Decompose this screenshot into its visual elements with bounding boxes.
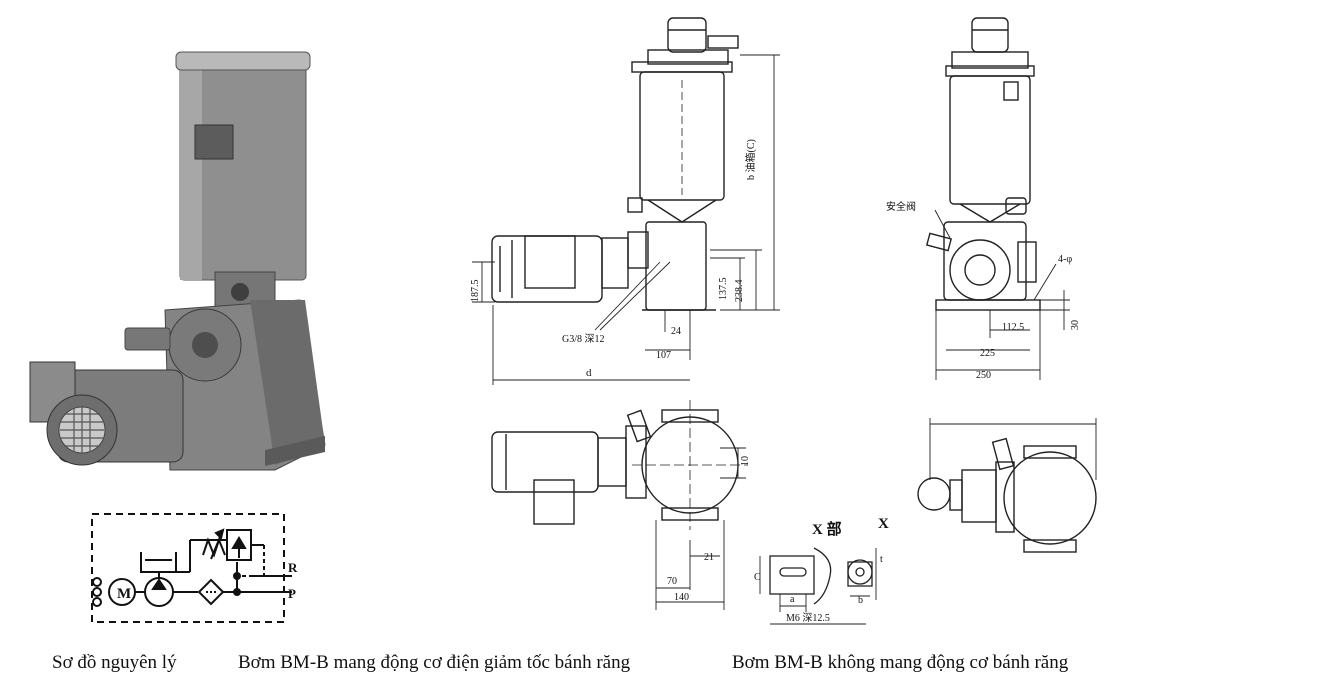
dim-a-label: a xyxy=(790,594,795,605)
caption-pump-without-motor: Bơm BM-B không mang động cơ bánh răng xyxy=(732,652,1069,673)
dim-t-label: t xyxy=(880,554,883,565)
dim-107: 107 xyxy=(656,350,671,361)
dim-24: 24 xyxy=(671,326,681,337)
dim-d: d xyxy=(586,367,592,379)
dim-225: 225 xyxy=(980,348,995,359)
dim-137-5: 137.5 xyxy=(718,278,729,301)
caption-pump-with-motor: Bơm BM-B mang động cơ điện giảm tốc bánh… xyxy=(238,652,631,673)
front-view-with-motor xyxy=(472,17,780,385)
dim-30: 30 xyxy=(1070,320,1081,330)
dim-b-label: b xyxy=(858,595,863,606)
pump-photo xyxy=(29,51,326,471)
dim-height-b: b 油箱(C) xyxy=(744,139,757,180)
dim-140: 140 xyxy=(674,592,689,603)
dim-112-5: 112.5 xyxy=(1002,322,1024,333)
port-thread-label: G3/8 深12 xyxy=(562,333,605,345)
port-r-label: R xyxy=(288,560,298,575)
top-view-with-motor xyxy=(491,400,748,610)
detail-x xyxy=(759,547,877,625)
hydraulic-schematic xyxy=(91,513,292,623)
dim-10: 10 xyxy=(740,456,751,466)
dim-250: 250 xyxy=(976,370,991,381)
dim-238-4: 238.4 xyxy=(734,280,745,303)
dim-187-5: 187.5 xyxy=(470,280,481,303)
port-p-label: P xyxy=(288,586,296,601)
motor-symbol: M xyxy=(117,586,131,602)
dim-4-phi: 4-φ xyxy=(1058,254,1072,265)
dim-c-label: C xyxy=(754,572,761,583)
detail-x-marker: X xyxy=(878,516,889,532)
technical-drawing-sheet: M R P b 油箱(C) xyxy=(29,17,1097,625)
side-view-without-motor xyxy=(925,17,1070,380)
dim-21: 21 xyxy=(704,552,714,563)
caption-schematic: Sơ đồ nguyên lý xyxy=(52,652,177,673)
dim-70: 70 xyxy=(667,576,677,587)
top-view-without-motor xyxy=(917,418,1097,553)
relief-valve-label: 安全阀 xyxy=(886,200,916,213)
detail-x-title: X 部 xyxy=(812,520,842,538)
thread-m6-label: M6 深12.5 xyxy=(786,612,830,624)
